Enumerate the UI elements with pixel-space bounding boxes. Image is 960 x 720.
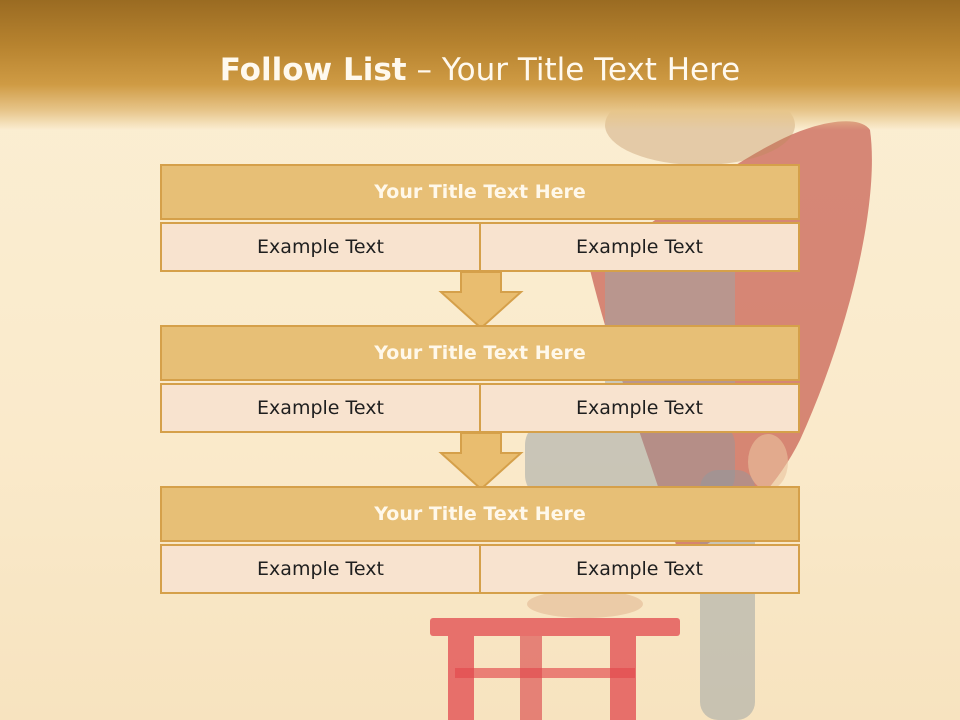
step-cell-right: Example Text bbox=[481, 544, 800, 594]
down-arrow-icon bbox=[438, 271, 524, 330]
step-row: Example Text Example Text bbox=[160, 222, 800, 272]
step-cell-left: Example Text bbox=[160, 222, 481, 272]
step-row: Example Text Example Text bbox=[160, 544, 800, 594]
step-title: Your Title Text Here bbox=[160, 164, 800, 220]
slide-title-rest: – Your Title Text Here bbox=[406, 52, 741, 88]
slide-title: Follow List – Your Title Text Here bbox=[0, 52, 960, 88]
step-cell-right: Example Text bbox=[481, 383, 800, 433]
step-title: Your Title Text Here bbox=[160, 325, 800, 381]
step-cell-left: Example Text bbox=[160, 544, 481, 594]
step-row: Example Text Example Text bbox=[160, 383, 800, 433]
down-arrow-icon bbox=[438, 432, 524, 491]
step-title: Your Title Text Here bbox=[160, 486, 800, 542]
follow-step-2: Your Title Text Here Example Text Exampl… bbox=[160, 325, 800, 433]
step-cell-left: Example Text bbox=[160, 383, 481, 433]
header-band bbox=[0, 0, 960, 130]
follow-step-3: Your Title Text Here Example Text Exampl… bbox=[160, 486, 800, 594]
follow-step-1: Your Title Text Here Example Text Exampl… bbox=[160, 164, 800, 272]
slide-title-bold: Follow List bbox=[219, 52, 407, 88]
step-cell-right: Example Text bbox=[481, 222, 800, 272]
